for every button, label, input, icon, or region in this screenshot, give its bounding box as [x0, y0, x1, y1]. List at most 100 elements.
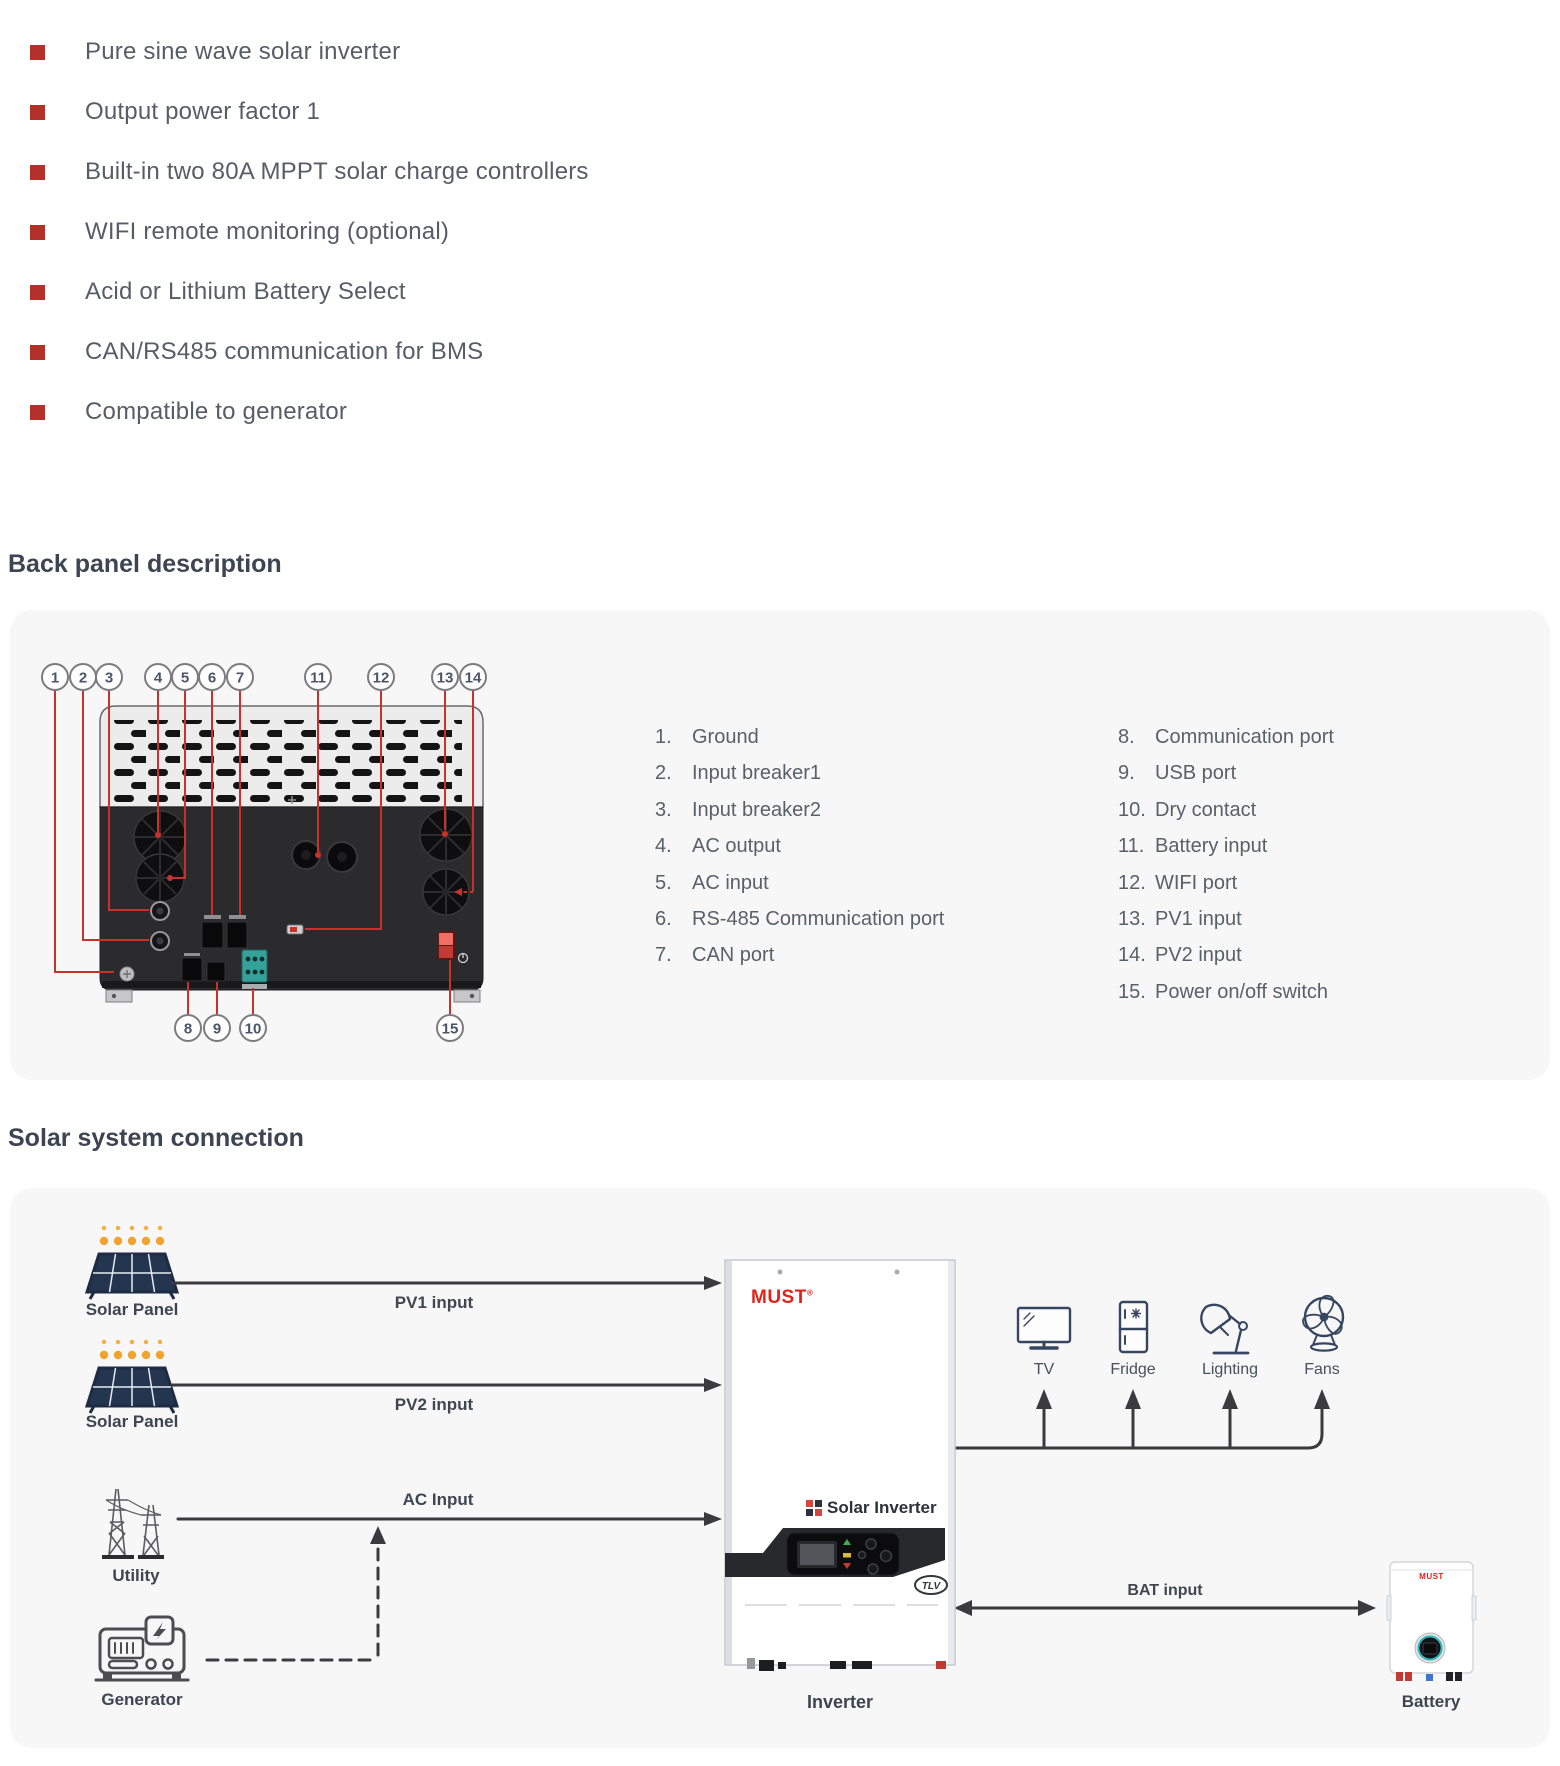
inverter-label: Inverter [806, 1692, 874, 1712]
fans-label: Fans [1304, 1361, 1340, 1378]
battery-terminal-positive [1396, 1672, 1403, 1681]
utility-icon [102, 1488, 164, 1559]
legend-item: 3.Input breaker2 [655, 798, 821, 821]
mounting-bracket [105, 989, 133, 1003]
led-green-icon [843, 1539, 851, 1545]
back-panel-legend-left: 1.Ground 2.Input breaker1 3.Input breake… [655, 719, 944, 974]
solar-system-card: TLV [10, 1188, 1550, 1748]
legend-item: 5.AC input [655, 871, 769, 894]
back-panel-figure: 1 2 3 4 5 6 7 11 12 13 14 8 9 10 15 [41, 663, 487, 1042]
feature-item: Output power factor 1 [30, 82, 589, 142]
battery-connector [1426, 1674, 1433, 1681]
legend-item: 14.PV2 input [1118, 944, 1242, 967]
feature-item: CAN/RS485 communication for BMS [30, 322, 589, 382]
callout-marker: 4 [144, 663, 172, 691]
svg-text:9: 9 [213, 1021, 221, 1038]
callout-line-tips [155, 831, 462, 896]
legend-item: 8.Communication port [1118, 726, 1334, 748]
feature-text: Pure sine wave solar inverter [85, 38, 401, 65]
utility-label: Utility [112, 1566, 160, 1585]
callout-markers-top: 1 2 3 4 5 6 7 11 12 13 14 [41, 663, 487, 691]
svg-text:7: 7 [236, 670, 244, 687]
lighting-icon [1200, 1303, 1250, 1355]
tv-label: TV [1033, 1361, 1055, 1378]
feature-item: WIFI remote monitoring (optional) [30, 202, 589, 262]
inverter-graphic: TLV [724, 1259, 956, 1671]
legend-item: 6.RS-485 Communication port [655, 907, 945, 930]
battery-label: Battery [1401, 1692, 1461, 1711]
back-panel-card: 1 2 3 4 5 6 7 11 12 13 14 8 9 10 15 1. [10, 610, 1550, 1080]
svg-text:10: 10 [245, 1021, 262, 1038]
dry-contact-terminal [241, 949, 268, 989]
svg-text:5: 5 [181, 670, 189, 687]
legend-item: 12.WIFI port [1118, 871, 1238, 894]
svg-text:11: 11 [310, 670, 326, 687]
power-switch [437, 931, 469, 964]
generator-label: Generator [101, 1690, 183, 1709]
bullet-square-icon [30, 104, 45, 120]
feature-item: Pure sine wave solar inverter [30, 22, 589, 82]
can-port [226, 921, 248, 949]
svg-text:15: 15 [442, 1021, 459, 1038]
led-yellow-icon [843, 1553, 851, 1558]
led-red-icon [843, 1563, 851, 1569]
solar-panel-2-label: Solar Panel [85, 1412, 179, 1431]
svg-text:4: 4 [154, 670, 163, 687]
generator-icon [94, 1615, 190, 1682]
legend-item: 9.USB port [1118, 762, 1237, 785]
bullet-square-icon [30, 44, 45, 60]
pv2-input-label: PV2 input [394, 1395, 474, 1414]
bullet-square-icon [30, 284, 45, 300]
callout-marker: 13 [431, 663, 459, 691]
svg-text:2: 2 [79, 670, 87, 687]
callout-marker: 15 [436, 1014, 464, 1042]
section-heading-solar-system: Solar system connection [8, 1124, 304, 1152]
bullet-square-icon [30, 224, 45, 240]
fans-icon [1302, 1295, 1345, 1352]
solar-system-diagram: TLV [85, 1224, 1477, 1682]
pv2-gland [422, 868, 470, 916]
feature-item: Built-in two 80A MPPT solar charge contr… [30, 142, 589, 202]
callout-marker: 14 [459, 663, 487, 691]
registered-mark: ® [806, 1288, 814, 1298]
battery-input-glands [291, 840, 358, 873]
legend-item: 2.Input breaker1 [655, 762, 821, 785]
lighting-label: Lighting [1201, 1361, 1259, 1378]
callout-marker: 9 [203, 1014, 231, 1042]
fridge-label: Fridge [1110, 1361, 1156, 1378]
legend-item: 13.PV1 input [1118, 907, 1242, 930]
battery-terminal-negative [1455, 1672, 1462, 1681]
callout-marker: 3 [95, 663, 123, 691]
legend-item: 7.CAN port [655, 944, 775, 967]
usb-port [206, 961, 226, 982]
tv-icon [1016, 1306, 1072, 1350]
mounting-bracket [453, 989, 481, 1003]
callout-marker: 1 [41, 663, 69, 691]
feature-text: Compatible to generator [85, 398, 348, 425]
pv1-input-label: PV1 input [394, 1293, 474, 1312]
legend-item: 4.AC output [655, 835, 781, 858]
legend-item: 15.Power on/off switch [1118, 980, 1329, 1003]
battery-brand-logo: MUST [1419, 1572, 1444, 1581]
callout-marker: 7 [226, 663, 254, 691]
callout-marker: 5 [171, 663, 199, 691]
communication-port [181, 957, 203, 982]
svg-text:3: 3 [105, 670, 113, 687]
solar-inverter-title: Solar Inverter [806, 1498, 937, 1518]
solar-panel-1-label: Solar Panel [85, 1300, 179, 1319]
section-heading-back-panel: Back panel description [8, 550, 282, 578]
wifi-port [286, 924, 304, 935]
bullet-square-icon [30, 164, 45, 180]
svg-text:1: 1 [51, 670, 59, 687]
callout-marker: 12 [367, 663, 395, 691]
svg-text:8: 8 [184, 1021, 192, 1038]
must-hash-icon [806, 1500, 822, 1516]
legend-item: 1.Ground [655, 726, 759, 748]
svg-text:6: 6 [208, 670, 216, 687]
legend-item: 11.Battery input [1118, 835, 1268, 858]
svg-text:12: 12 [373, 670, 390, 687]
callout-marker: 11 [304, 663, 332, 691]
solar-panel-icon [85, 1224, 179, 1301]
callout-marker: 6 [198, 663, 226, 691]
